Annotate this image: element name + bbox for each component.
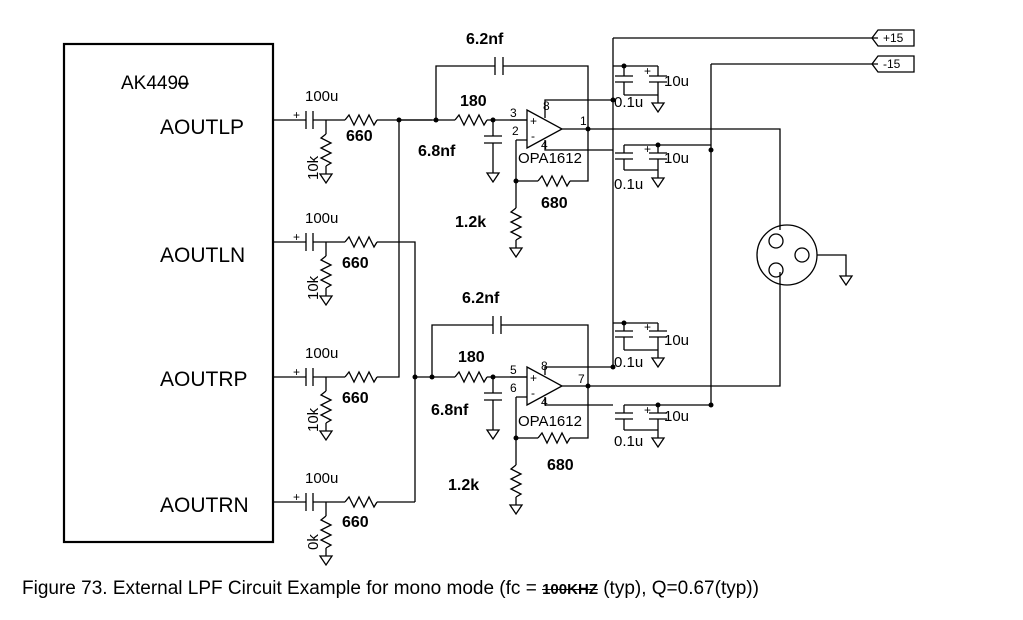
feedback-resistor-1-value: 680	[541, 195, 568, 212]
polarity-mark: +	[644, 142, 651, 156]
opamp-2-plus: +	[530, 371, 537, 385]
chip-name: AK4490	[121, 73, 189, 94]
polarity-mark: +	[293, 108, 300, 122]
decoupling-group-1: + 10u 0.1u	[613, 63, 689, 113]
opamp-1-pin-noninv: 3	[510, 106, 517, 120]
shunt-resistor-2-value: 10k	[305, 275, 322, 300]
polarity-mark: +	[293, 365, 300, 379]
opamp-2-pin-out: 7	[578, 372, 585, 386]
opamp-1-pin-vminus: 4	[541, 138, 548, 152]
decoupling-group-2: + 10u 0.1u	[614, 142, 711, 193]
opamp-2-pin-vplus: 8	[541, 359, 548, 373]
gain-resistor-1-value: 1.2k	[455, 214, 486, 231]
opamp-2-name: OPA1612	[518, 413, 582, 430]
decoupling-1-big-value: 10u	[664, 73, 689, 90]
decoupling-group-3: + 10u 0.1u	[613, 320, 689, 371]
decoupling-group-4: + 10u 0.1u	[614, 402, 711, 450]
decoupling-4-small-value: 0.1u	[614, 433, 643, 450]
feedback-resistor-2-value: 680	[547, 457, 574, 474]
opamp-1-minus: -	[531, 129, 535, 143]
shunt-resistor-4-value: 0k	[305, 534, 322, 550]
pin-aoutrn: AOUTRN	[160, 494, 249, 517]
series-resistor-4-value: 660	[342, 514, 369, 531]
coupling-cap-3-value: 100u	[305, 345, 338, 362]
opamp-2-pin-inv: 6	[510, 381, 517, 395]
decoupling-1-small-value: 0.1u	[614, 94, 643, 111]
feedback-cap-1-value: 6.2nf	[466, 31, 504, 48]
input-branch-aoutrn: + 100u 660 0k	[273, 470, 415, 566]
polarity-mark: +	[644, 403, 651, 417]
decoupling-2-small-value: 0.1u	[614, 176, 643, 193]
opamp-1-pin-out: 1	[580, 114, 587, 128]
opamp-2-minus: -	[531, 386, 535, 400]
filter-stage-2: 6.2nf 180 6.8nf OPA1612 1.2k 680 5 6 7 8…	[412, 290, 613, 515]
decoupling-4-big-value: 10u	[664, 408, 689, 425]
opamp-1-name: OPA1612	[518, 150, 582, 167]
caption-fc-value: 100KHZ	[542, 581, 598, 598]
neg-supply-label: -15	[883, 57, 901, 71]
pin-aoutlp: AOUTLP	[160, 116, 244, 139]
opamp-1-plus: +	[530, 114, 537, 128]
opamp-2-pin-vminus: 4	[541, 395, 548, 409]
opamp-1-pin-vplus: 8	[543, 99, 550, 113]
coupling-cap-2-value: 100u	[305, 210, 338, 227]
input-branch-aoutln: + 100u 660 10k	[273, 210, 416, 502]
gain-resistor-2-value: 1.2k	[448, 477, 479, 494]
feedback-cap-2-value: 6.2nf	[462, 290, 500, 307]
polarity-mark: +	[293, 490, 300, 504]
input-branch-aoutrp: + 100u 660 10k	[273, 120, 400, 441]
polarity-mark: +	[644, 320, 651, 334]
figure-caption: Figure 73. External LPF Circuit Example …	[22, 578, 759, 599]
opamp-2-pin-noninv: 5	[510, 363, 517, 377]
series-resistor-2-value: 660	[342, 255, 369, 272]
filter-stage-1: 6.2nf 180 6.8nf OPA1612 1.2k 680 3 2 1 8…	[399, 31, 613, 258]
ak4490-chip-block	[62, 42, 275, 544]
input-branch-aoutlp: + 100u 660 10k	[273, 88, 432, 184]
decoupling-3-small-value: 0.1u	[614, 354, 643, 371]
supply-rails: +15 -15	[588, 29, 915, 408]
polarity-mark: +	[644, 64, 651, 78]
decoupling-2-big-value: 10u	[664, 150, 689, 167]
opamp-1-pin-inv: 2	[512, 124, 519, 138]
ground-cap-1-value: 6.8nf	[418, 143, 456, 160]
polarity-mark: +	[293, 230, 300, 244]
shunt-resistor-1-value: 10k	[305, 155, 322, 180]
ground-cap-2-value: 6.8nf	[431, 402, 469, 419]
coupling-cap-4-value: 100u	[305, 470, 338, 487]
input-resistor-1-value: 180	[460, 93, 487, 110]
pin-aoutln: AOUTLN	[160, 244, 245, 267]
shunt-resistor-3-value: 10k	[305, 407, 322, 432]
pin-aoutrp: AOUTRP	[160, 368, 248, 391]
input-resistor-2-value: 180	[458, 349, 485, 366]
series-resistor-1-value: 660	[346, 128, 373, 145]
xlr-connector-icon	[756, 224, 853, 286]
decoupling-3-big-value: 10u	[664, 332, 689, 349]
series-resistor-3-value: 660	[342, 390, 369, 407]
coupling-cap-1-value: 100u	[305, 88, 338, 105]
pos-supply-label: +15	[883, 31, 904, 45]
